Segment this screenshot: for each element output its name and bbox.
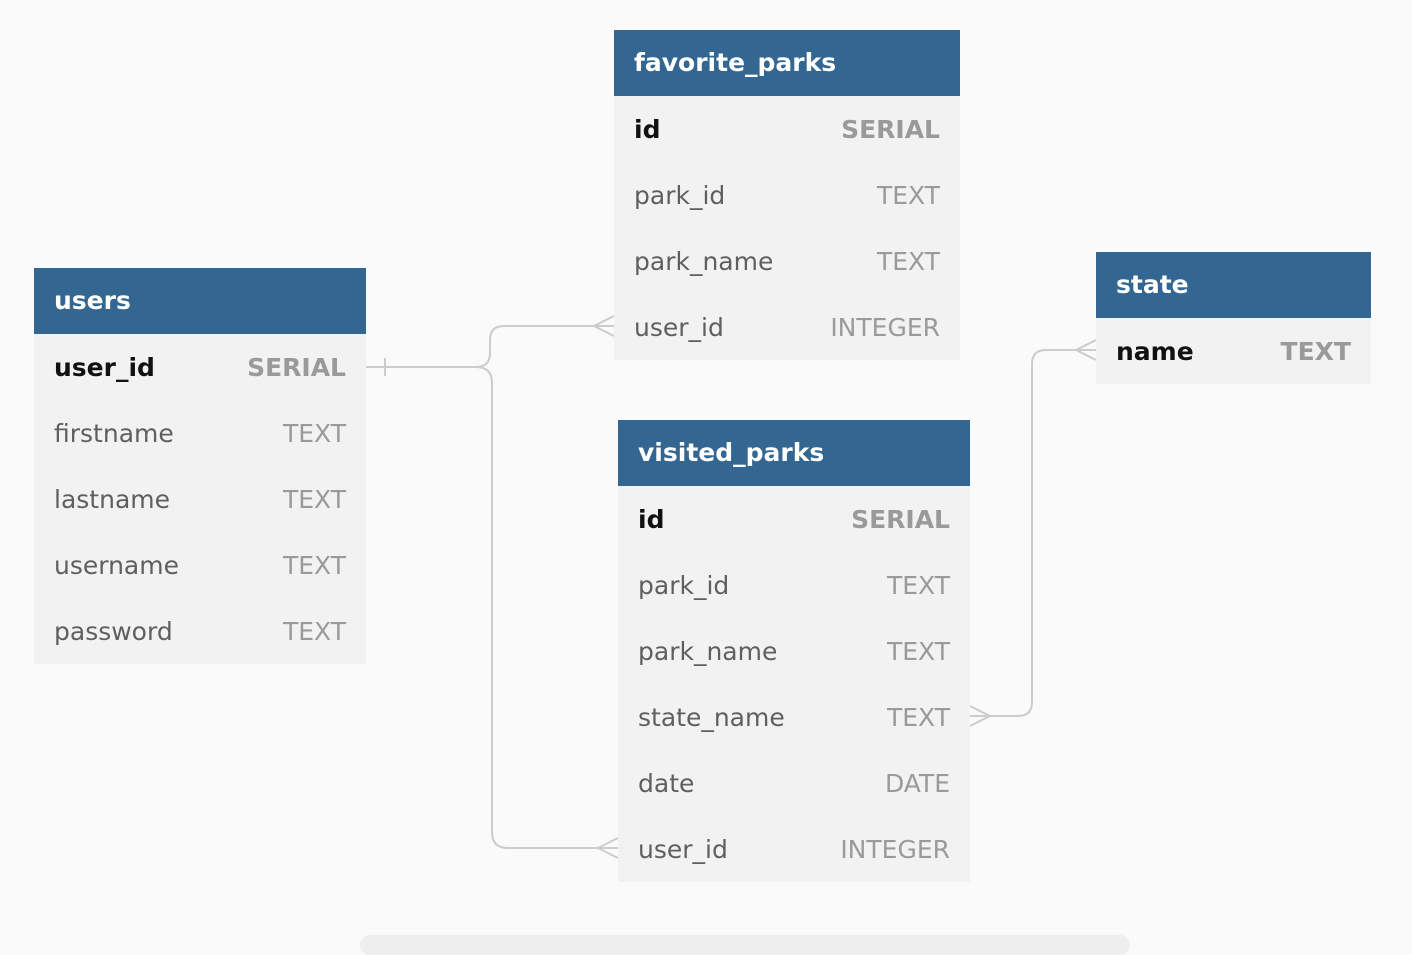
field-row-state-name: state_name TEXT [618, 684, 970, 750]
field-type: TEXT [282, 616, 346, 646]
field-name: park_id [634, 180, 726, 210]
connector-users-visited-parks [475, 366, 618, 849]
many-marker-state [1073, 339, 1097, 361]
field-name: user_id [638, 834, 728, 864]
field-name: state_name [638, 702, 785, 732]
field-name: username [54, 550, 179, 580]
field-row-firstname: firstname TEXT [34, 400, 366, 466]
field-name: park_id [638, 570, 730, 600]
field-name: user_id [54, 352, 155, 382]
field-name: password [54, 616, 173, 646]
field-type: INTEGER [830, 312, 940, 342]
bottom-toolbar-edge [360, 935, 1130, 955]
field-type: INTEGER [840, 834, 950, 864]
table-header-favorite-parks: favorite_parks [614, 30, 960, 96]
field-name: id [634, 114, 661, 144]
field-name: park_name [638, 636, 778, 666]
field-row-date: date DATE [618, 750, 970, 816]
field-type: SERIAL [851, 504, 950, 534]
field-row-lastname: lastname TEXT [34, 466, 366, 532]
field-type: TEXT [1280, 336, 1351, 366]
field-row-user-id: user_id INTEGER [614, 294, 960, 360]
field-name: firstname [54, 418, 174, 448]
field-type: DATE [884, 768, 950, 798]
table-favorite-parks[interactable]: favorite_parks id SERIAL park_id TEXT pa… [614, 30, 960, 360]
field-row-user-id: user_id INTEGER [618, 816, 970, 882]
field-type: TEXT [876, 246, 940, 276]
field-type: SERIAL [247, 352, 346, 382]
field-name: park_name [634, 246, 774, 276]
field-name: date [638, 768, 695, 798]
field-type: TEXT [886, 702, 950, 732]
many-marker-visited-parks [595, 837, 619, 859]
table-header-users: users [34, 268, 366, 334]
field-row-user-id: user_id SERIAL [34, 334, 366, 400]
field-type: TEXT [282, 418, 346, 448]
many-marker-visited-parks-state [969, 705, 993, 727]
field-type: SERIAL [841, 114, 940, 144]
field-row-password: password TEXT [34, 598, 366, 664]
field-type: TEXT [886, 636, 950, 666]
many-marker-favorite-parks [591, 315, 615, 337]
connector-visited-parks-state [970, 349, 1096, 717]
field-row-id: id SERIAL [614, 96, 960, 162]
field-row-park-id: park_id TEXT [618, 552, 970, 618]
field-name: id [638, 504, 665, 534]
table-header-state: state [1096, 252, 1371, 318]
field-type: TEXT [876, 180, 940, 210]
field-row-username: username TEXT [34, 532, 366, 598]
field-type: TEXT [282, 550, 346, 580]
table-header-visited-parks: visited_parks [618, 420, 970, 486]
field-name: name [1116, 336, 1194, 366]
table-users[interactable]: users user_id SERIAL firstname TEXT last… [34, 268, 366, 664]
field-type: TEXT [282, 484, 346, 514]
field-type: TEXT [886, 570, 950, 600]
table-visited-parks[interactable]: visited_parks id SERIAL park_id TEXT par… [618, 420, 970, 882]
connector-users-favorite-parks [366, 325, 614, 368]
field-row-park-name: park_name TEXT [614, 228, 960, 294]
field-row-park-name: park_name TEXT [618, 618, 970, 684]
table-state[interactable]: state name TEXT [1096, 252, 1371, 384]
field-row-id: id SERIAL [618, 486, 970, 552]
field-name: user_id [634, 312, 724, 342]
field-row-park-id: park_id TEXT [614, 162, 960, 228]
field-row-name: name TEXT [1096, 318, 1371, 384]
field-name: lastname [54, 484, 170, 514]
